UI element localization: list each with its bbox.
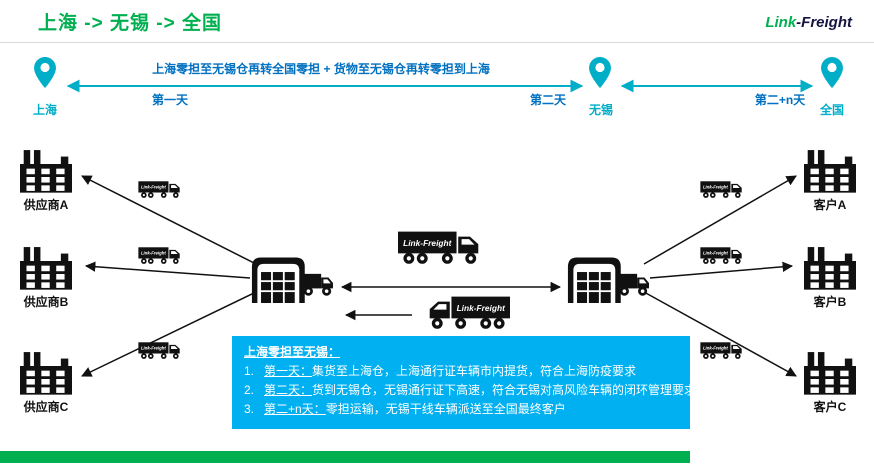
info-box-item-1: 1. 第一天：集货至上海仓，上海通行证车辆市内提货，符合上海防疫要求 xyxy=(244,362,678,381)
factory-icon-supplier-a xyxy=(20,148,72,193)
truck-icon-right-b: Link-Freight xyxy=(700,246,748,265)
customer-a-label: 客户A xyxy=(813,198,847,212)
info-item-1-text: 集货至上海仓，上海通行证车辆市内提货，符合上海防疫要求 xyxy=(312,364,637,378)
location-pin-icon-wuxi xyxy=(589,57,611,88)
supplier-c-label: 供应商C xyxy=(23,400,69,414)
factory-icon-customer-b xyxy=(804,245,856,290)
day1-label: 第一天 xyxy=(151,93,188,107)
info-item-1-day: 第一天： xyxy=(264,364,313,378)
brand-logo-freight: -Freight xyxy=(796,14,852,31)
factory-icon-customer-c xyxy=(804,350,856,395)
pin-label-shanghai: 上海 xyxy=(32,103,57,117)
truck-icon-right-a: Link-Freight xyxy=(700,180,748,199)
info-item-2-number: 2. xyxy=(244,383,255,397)
info-box-item-3: 3. 第二+n天：零担运输，无锡干线车辆派送至全国最终客户 xyxy=(244,400,678,419)
supplier-b-label: 供应商B xyxy=(23,295,69,309)
info-box: 上海零担至无锡： 1. 第一天：集货至上海仓，上海通行证车辆市内提货，符合上海防疫… xyxy=(232,336,696,429)
info-item-3-number: 3. xyxy=(244,402,255,416)
info-item-3-text: 零担运输，无锡干线车辆派送至全国最终客户 xyxy=(325,402,566,416)
info-item-1-number: 1. xyxy=(244,364,255,378)
svg-text:Link-Freight: Link-Freight xyxy=(403,238,453,248)
header-divider xyxy=(0,42,874,43)
factory-icon-customer-a xyxy=(804,148,856,193)
warehouse-icon-wuxi xyxy=(566,252,650,303)
info-item-2-text: 货到无锡仓，无锡通行证下高速，符合无锡对高风险车辆的闭环管理要求 xyxy=(312,383,697,397)
svg-text:Link-Freight: Link-Freight xyxy=(141,185,166,190)
location-pin-icon-shanghai xyxy=(34,57,56,88)
svg-text:Link-Freight: Link-Freight xyxy=(141,346,166,351)
day2n-label: 第二+n天 xyxy=(754,93,806,107)
info-item-2-day: 第二天： xyxy=(264,383,313,397)
svg-text:Link-Freight: Link-Freight xyxy=(457,303,507,313)
truck-icon-left-c: Link-Freight xyxy=(138,341,186,360)
arrow-warehouse-customer-b xyxy=(649,261,794,279)
pin-label-wuxi: 无锡 xyxy=(588,103,613,117)
arrow-warehouse-supplier-c xyxy=(81,291,257,377)
truck-icon-linehaul-outbound: Link-Freight xyxy=(398,229,490,266)
customer-c-label: 客户C xyxy=(813,400,847,414)
truck-icon-linehaul-return: Link-Freight xyxy=(418,294,510,331)
info-box-heading: 上海零担至无锡： xyxy=(244,345,341,359)
customer-b-label: 客户B xyxy=(813,295,847,309)
bottom-accent-bar xyxy=(0,451,690,463)
factory-icon-supplier-b xyxy=(20,245,72,290)
info-box-item-2: 2. 第二天：货到无锡仓，无锡通行证下高速，符合无锡对高风险车辆的闭环管理要求 xyxy=(244,381,696,400)
day2-label: 第二天 xyxy=(529,93,566,107)
location-pin-icon-national xyxy=(821,57,843,88)
svg-text:Link-Freight: Link-Freight xyxy=(141,251,166,256)
svg-text:Link-Freight: Link-Freight xyxy=(703,185,728,190)
truck-icon-left-a: Link-Freight xyxy=(138,180,186,199)
page-title: 上海 -> 无锡 -> 全国 xyxy=(38,13,222,34)
brand-logo-link: Link xyxy=(765,14,797,31)
supplier-a-label: 供应商A xyxy=(23,198,69,212)
factory-icon-supplier-c xyxy=(20,350,72,395)
truck-icon-right-c: Link-Freight xyxy=(700,341,748,360)
info-item-3-day: 第二+n天： xyxy=(264,402,326,416)
arrow-warehouse-supplier-b xyxy=(84,261,251,279)
svg-text:Link-Freight: Link-Freight xyxy=(703,251,728,256)
truck-icon-left-b: Link-Freight xyxy=(138,246,186,265)
brand-logo: Link-Freight xyxy=(765,14,852,31)
warehouse-icon-shanghai xyxy=(250,252,334,303)
pin-label-national: 全国 xyxy=(819,103,844,117)
route-description: 上海零担至无锡仓再转全国零担 + 货物至无锡仓再转零担到上海 xyxy=(152,62,490,76)
svg-text:Link-Freight: Link-Freight xyxy=(703,346,728,351)
